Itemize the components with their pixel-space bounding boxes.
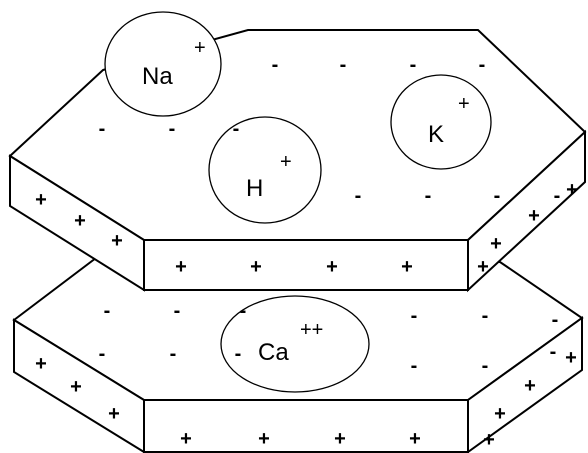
ion-k-symbol: K [428, 121, 444, 148]
ion-na: Na + [104, 11, 222, 117]
ion-ca-circle [220, 295, 370, 393]
negative-sign: - [340, 54, 347, 76]
ion-k-circle [390, 74, 492, 170]
ion-ca: Ca ++ [220, 295, 370, 393]
negative-sign: - [170, 343, 177, 365]
lower-sheet-right-side [467, 316, 583, 453]
charge-signs: - - - - - - - - - - - - - - - - - - - - … [35, 54, 578, 451]
upper-sheet-right-side [467, 129, 586, 293]
ion-ca-symbol: Ca [258, 339, 289, 366]
positive-sign: + [250, 256, 262, 278]
negative-sign: - [425, 185, 432, 207]
ion-h-symbol: H [246, 175, 263, 202]
positive-sign: + [35, 189, 47, 211]
negative-sign: - [99, 343, 106, 365]
ion-na-charge: + [194, 37, 206, 59]
ion-ca-charge: ++ [300, 319, 323, 341]
ion-h-charge: + [280, 151, 292, 173]
negative-sign: - [233, 118, 240, 140]
ion-h-circle [208, 116, 322, 224]
ion-k: K + [390, 74, 492, 170]
positive-sign: + [74, 210, 86, 232]
positive-sign: + [524, 375, 536, 397]
negative-sign: - [554, 185, 561, 207]
positive-sign: + [175, 256, 187, 278]
positive-sign: + [70, 376, 82, 398]
positive-sign: + [326, 256, 338, 278]
negative-sign: - [410, 54, 417, 76]
negative-sign: - [494, 185, 501, 207]
positive-sign: + [528, 205, 540, 227]
negative-sign: - [235, 343, 242, 365]
positive-sign: + [494, 403, 506, 425]
positive-sign: + [35, 353, 47, 375]
negative-sign: - [552, 309, 559, 331]
negative-sign: - [479, 54, 486, 76]
negative-sign: - [482, 355, 489, 377]
positive-sign: + [565, 347, 577, 369]
negative-sign: - [240, 300, 247, 322]
negative-sign: - [411, 305, 418, 327]
positive-sign: + [409, 428, 421, 450]
positive-sign: + [483, 429, 495, 451]
negative-sign: - [550, 341, 557, 363]
positive-sign: + [566, 179, 578, 201]
ion-na-symbol: Na [142, 63, 173, 90]
negative-sign: - [355, 185, 362, 207]
positive-sign: + [490, 233, 502, 255]
positive-sign: + [477, 256, 489, 278]
positive-sign: + [108, 403, 120, 425]
negative-sign: - [411, 355, 418, 377]
negative-sign: - [272, 54, 279, 76]
negative-sign: - [482, 305, 489, 327]
positive-sign: + [258, 428, 270, 450]
positive-sign: + [334, 428, 346, 450]
negative-sign: - [99, 118, 106, 140]
ion-k-charge: + [458, 93, 470, 115]
positive-sign: + [180, 428, 192, 450]
negative-sign: - [169, 118, 176, 140]
negative-sign: - [104, 300, 111, 322]
negative-sign: - [174, 300, 181, 322]
positive-sign: + [401, 256, 413, 278]
ion-h: H + [208, 116, 322, 224]
upper-sheet-front-side [143, 239, 469, 291]
positive-sign: + [111, 230, 123, 252]
ion-na-circle [104, 11, 222, 117]
